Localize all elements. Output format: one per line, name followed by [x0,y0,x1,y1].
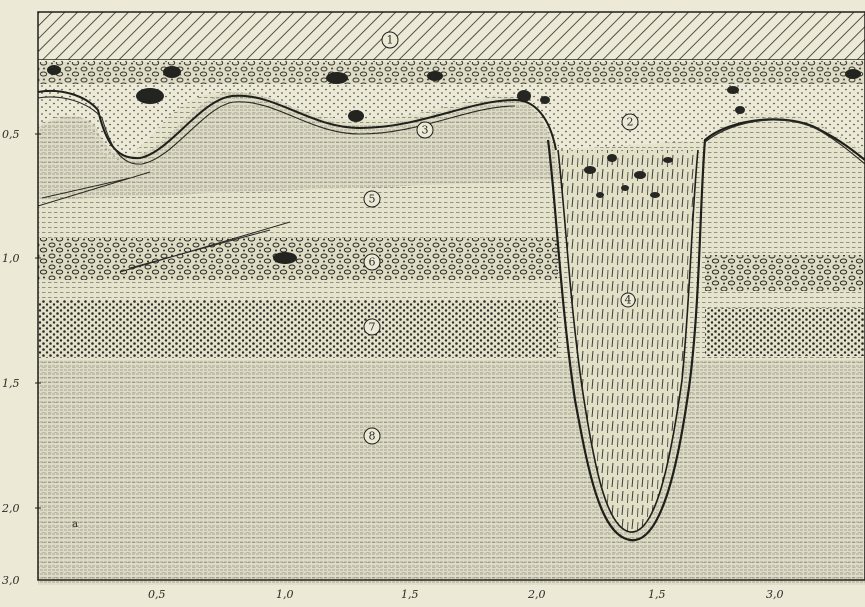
layer-marker-2: 2 [622,114,638,130]
y-tick-label: 1,5 [2,377,20,390]
svg-text:5: 5 [369,193,376,206]
y-tick-label: 3,0 [2,574,20,587]
svg-text:2: 2 [627,116,634,129]
x-axis: 0,5 1,0 1,5 2,0 1,5 3,0 [148,588,784,601]
y-tick-label: 1,0 [2,252,20,265]
svg-text:8: 8 [369,430,376,443]
svg-text:1: 1 [387,34,394,47]
layer-marker-6: 6 [364,254,380,270]
x-tick-label: 1,5 [648,588,666,601]
svg-text:3: 3 [422,124,429,137]
x-tick-label: 3,0 [766,588,784,601]
pebble-layer-left [38,238,558,280]
x-tick-label: 1,5 [401,588,419,601]
layer-marker-1: 1 [382,32,398,48]
topsoil-hatched-layer [38,12,865,60]
layer-marker-4: 4 [621,293,635,307]
x-tick-label: 1,0 [276,588,294,601]
y-tick-label: 2,0 [1,502,20,515]
y-axis: 0,5 1,0 1,5 2,0 3,0 [1,128,41,587]
lower-laminated-layer [38,360,865,585]
heavy-dot-layer-left [38,300,558,358]
layer-marker-8: 8 [364,428,380,444]
svg-text:4: 4 [625,294,632,307]
layer-marker-3: 3 [417,122,433,138]
x-tick-label: 2,0 [527,588,546,601]
svg-text:6: 6 [369,256,376,269]
small-annotation-mark: a [72,519,78,530]
layer-marker-7: 7 [364,319,380,335]
heavy-dot-layer-right [705,308,865,356]
svg-text:7: 7 [369,321,376,334]
layer-marker-5: 5 [364,191,380,207]
pebble-layer-right [705,255,865,291]
upper-pebble-horizon [38,62,865,84]
y-tick-label: 0,5 [2,128,20,141]
x-tick-label: 0,5 [148,588,166,601]
